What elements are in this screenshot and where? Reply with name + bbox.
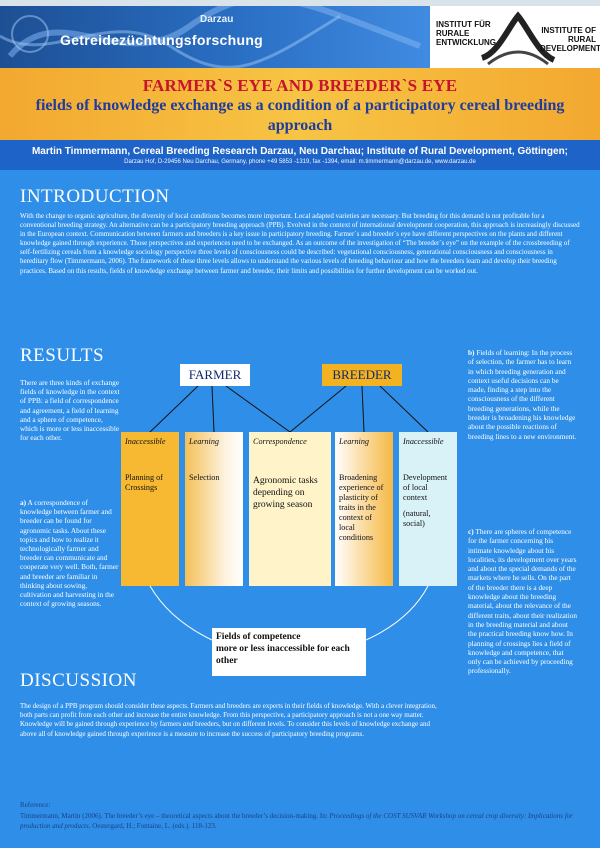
point-label: c) xyxy=(468,527,474,536)
section-heading-discussion: DISCUSSION xyxy=(20,670,137,691)
field-column-correspondence: Correspondence Agronomic tasks depending… xyxy=(249,432,331,586)
farmer-label: FARMER xyxy=(180,364,250,386)
top-strip xyxy=(0,0,600,6)
author-contact: Darzau Hof, D-29456 Neu Darchau, Germany… xyxy=(124,159,476,165)
author-affiliation: Martin Timmermann, Cereal Breeding Resea… xyxy=(31,146,569,157)
section-heading-introduction: INTRODUCTION xyxy=(20,186,170,207)
text-part: Timmermann, Martin (2006). The breeder’s… xyxy=(20,812,330,820)
reference-text: Timmermann, Martin (2006). The breeder’s… xyxy=(20,812,580,831)
results-point-a: a) A correspondence of knowledge between… xyxy=(20,498,120,608)
column-heading: Learning xyxy=(189,437,220,446)
org-name: Darzau xyxy=(200,14,234,25)
column-body: Development of local context xyxy=(403,473,448,502)
fields-of-competence-box: Fields of competence more or less inacce… xyxy=(212,628,366,676)
column-heading: Inaccessible xyxy=(125,437,166,446)
results-point-b: b) Fields of learning: In the process of… xyxy=(468,348,578,441)
column-body: Planning of Crossings xyxy=(125,473,163,492)
text-part: The design of a PPB program should consi… xyxy=(20,702,437,729)
point-text: There are spheres of competence for the … xyxy=(468,527,578,676)
column-body: Agronomic tasks depending on growing sea… xyxy=(253,476,318,510)
institute-logo-icon xyxy=(480,11,556,66)
logo-line: INSTITUT FÜR xyxy=(436,20,491,29)
column-heading: Learning xyxy=(339,437,370,446)
text-emphasis: and xyxy=(182,720,194,729)
logo-line: INSTITUTE OF xyxy=(541,26,596,35)
column-body: Broadening experience of plasticity of t… xyxy=(339,473,384,542)
text-part: . Oestergard, H.; Fontaine, L. (eds.). 1… xyxy=(88,821,217,830)
breeder-label: BREEDER xyxy=(322,364,402,386)
column-body-extra: (natural, social) xyxy=(403,509,431,528)
point-label: a) xyxy=(20,498,27,507)
author-banner xyxy=(0,140,600,170)
text-part: breeders, but on different levels. To co… xyxy=(20,720,430,738)
org-subtitle: Getreidezüchtungsforschung xyxy=(60,32,264,48)
poster-subtitle: fields of knowledge exchange as a condit… xyxy=(35,97,565,134)
section-heading-results: RESULTS xyxy=(20,345,105,366)
header-swirl-graphic xyxy=(0,6,422,68)
column-body: Selection xyxy=(189,473,220,482)
column-heading: Correspondence xyxy=(253,437,307,446)
discussion-text: The design of a PPB program should consi… xyxy=(20,702,440,739)
field-column-farmer-learning: Learning Selection xyxy=(185,432,243,586)
point-text: A correspondence of knowledge between fa… xyxy=(20,498,119,609)
field-column-farmer-inaccessible: Inaccessible Planning of Crossings xyxy=(121,432,179,586)
logo-line: ENTWICKLUNG xyxy=(436,38,496,47)
text-emphasis: Proceedings of the COST SUSVAR Workshop … xyxy=(20,812,573,830)
logo-line: DEVELOPMENT xyxy=(540,44,600,53)
field-column-breeder-learning: Learning Broadening experience of plasti… xyxy=(335,432,393,586)
fields-subheading: more or less inaccessible for each other xyxy=(216,644,350,666)
results-intro-text: There are three kinds of exchange fields… xyxy=(20,378,120,443)
poster-title: FARMER`S EYE AND BREEDER`S EYE xyxy=(142,76,458,95)
column-heading: Inaccessible xyxy=(403,437,444,446)
results-point-c: c) There are spheres of competence for t… xyxy=(468,527,578,676)
introduction-text: With the change to organic agriculture, … xyxy=(20,212,580,275)
fields-heading: Fields of competence xyxy=(216,632,301,642)
logo-line: RURALE xyxy=(436,29,470,38)
reference-label: Reference: xyxy=(20,801,51,809)
field-column-breeder-inaccessible: Inaccessible Development of local contex… xyxy=(399,432,457,586)
point-text: Fields of learning: In the process of se… xyxy=(468,348,577,441)
title-banner xyxy=(0,68,600,140)
logo-line: RURAL xyxy=(568,35,596,44)
logo-text-german: INSTITUT FÜR RURALE ENTWICKLUNG xyxy=(436,20,496,47)
point-label: b) xyxy=(468,348,475,357)
logo-text-english: INSTITUTE OF RURAL DEVELOPMENT xyxy=(540,26,600,53)
